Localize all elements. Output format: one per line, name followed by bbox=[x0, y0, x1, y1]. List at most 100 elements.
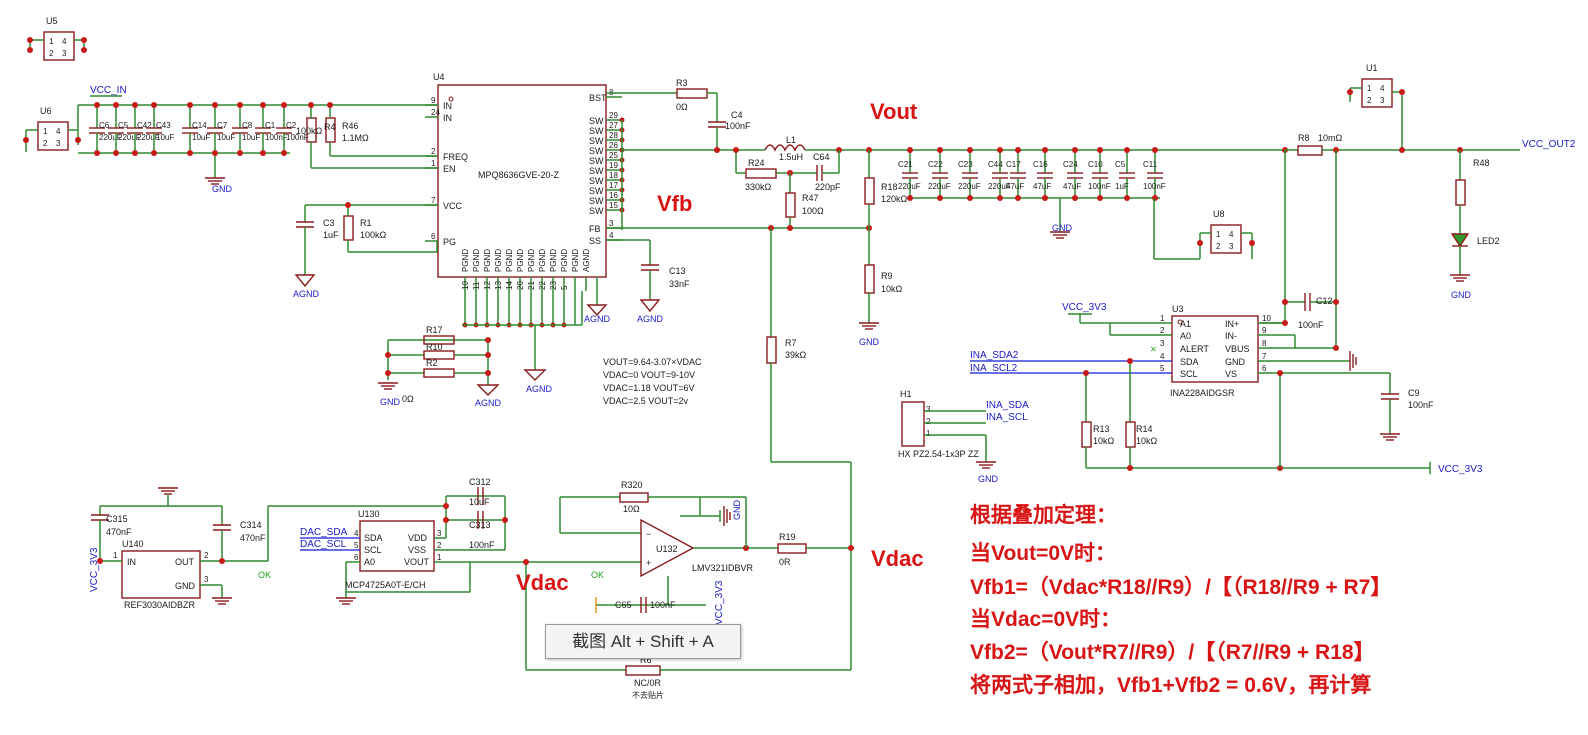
u4-pin-pgnd: PGND bbox=[549, 249, 558, 272]
u4-pin-num: 7 bbox=[431, 196, 436, 205]
svg-text:AGND: AGND bbox=[293, 289, 320, 299]
svg-text:U130: U130 bbox=[358, 509, 380, 519]
svg-text:GND: GND bbox=[175, 581, 196, 591]
cap-value: 10uF bbox=[192, 133, 210, 142]
svg-text:4: 4 bbox=[354, 529, 359, 538]
svg-text:R48: R48 bbox=[1473, 158, 1490, 168]
svg-text:1uF: 1uF bbox=[323, 230, 339, 240]
u4-pin-pg: PG bbox=[443, 237, 456, 247]
u3-pin-num: 3 bbox=[1160, 339, 1165, 348]
svg-text:3: 3 bbox=[926, 405, 931, 414]
svg-text:100Ω: 100Ω bbox=[802, 206, 824, 216]
note-line-1: 根据叠加定理： bbox=[970, 503, 1117, 527]
cap-label: C5 bbox=[118, 121, 129, 130]
u3-pin-gnd: GND bbox=[1225, 357, 1246, 367]
svg-text:GND: GND bbox=[859, 337, 880, 347]
svg-text:A0: A0 bbox=[364, 557, 375, 567]
u4-pin-bst: BST bbox=[589, 93, 607, 103]
u4-pin-num: 15 bbox=[609, 201, 618, 210]
svg-text:0Ω: 0Ω bbox=[402, 394, 414, 404]
svg-text:0Ω: 0Ω bbox=[676, 102, 688, 112]
u4-pin-num: 4 bbox=[609, 231, 614, 240]
cap-value: 47uF bbox=[1063, 182, 1081, 191]
u4-pin-num: 12 bbox=[483, 281, 492, 290]
svg-text:R9: R9 bbox=[881, 271, 893, 281]
connector-u6: U6 1 4 2 3 bbox=[23, 106, 81, 152]
cap-label: C44 bbox=[988, 160, 1003, 169]
note-line-6: 将两式子相加，Vfb1+Vfb2 = 0.6V，再计算 bbox=[970, 673, 1371, 697]
output-cap-c44: C44 220uF bbox=[988, 147, 1011, 201]
cap-value: 10uF bbox=[156, 133, 174, 142]
svg-text:VDAC=2.5 VOUT=2v: VDAC=2.5 VOUT=2v bbox=[603, 396, 689, 406]
svg-text:C312: C312 bbox=[469, 477, 491, 487]
u4-pin-num: 24 bbox=[431, 108, 440, 117]
cap-label: C7 bbox=[217, 121, 228, 130]
cap-label: C2 bbox=[286, 121, 297, 130]
svg-text:2: 2 bbox=[43, 139, 48, 148]
svg-text:100kΩ: 100kΩ bbox=[360, 230, 387, 240]
svg-text:R3: R3 bbox=[676, 78, 688, 88]
u4-pin-sw: SW bbox=[589, 146, 604, 156]
u4-pin-pgnd: PGND bbox=[494, 249, 503, 272]
u4-pin-num: 1 bbox=[431, 159, 436, 168]
svg-text:10kΩ: 10kΩ bbox=[881, 284, 903, 294]
u3-pin-scl: SCL bbox=[1180, 369, 1198, 379]
u4-pin-num: 5 bbox=[560, 285, 569, 290]
svg-text:R6: R6 bbox=[640, 655, 652, 665]
svg-text:C64: C64 bbox=[813, 152, 830, 162]
cap-value: 47uF bbox=[1033, 182, 1051, 191]
u4-pin-pgnd: PGND bbox=[527, 249, 536, 272]
svg-text:R46: R46 bbox=[342, 121, 359, 131]
svg-text:HX PZ2.54-1x3P ZZ: HX PZ2.54-1x3P ZZ bbox=[898, 449, 979, 459]
svg-text:1: 1 bbox=[49, 37, 54, 46]
svg-text:4: 4 bbox=[56, 127, 61, 136]
cap-value: 220uF bbox=[988, 182, 1011, 191]
svg-text:GND: GND bbox=[1052, 223, 1073, 233]
cap-value: 47uF bbox=[1006, 182, 1024, 191]
svg-text:R10: R10 bbox=[426, 342, 443, 352]
svg-text:R1: R1 bbox=[360, 218, 372, 228]
u4-pin-num: 26 bbox=[609, 141, 618, 150]
u4-pin-pgnd: PGND bbox=[461, 249, 470, 272]
svg-text:SCL: SCL bbox=[364, 545, 382, 555]
svg-text:10kΩ: 10kΩ bbox=[1136, 436, 1158, 446]
svg-text:VDAC=0 VOUT=9-10V: VDAC=0 VOUT=9-10V bbox=[603, 370, 695, 380]
svg-text:C314: C314 bbox=[240, 520, 262, 530]
svg-text:R14: R14 bbox=[1136, 424, 1153, 434]
svg-text:H1: H1 bbox=[900, 389, 912, 399]
u4-pin-num: 18 bbox=[609, 171, 618, 180]
svg-text:1: 1 bbox=[43, 127, 48, 136]
cap-value: 1uF bbox=[1115, 182, 1129, 191]
note-line-2: 当Vout=0V时： bbox=[970, 541, 1116, 565]
cap-label: C10 bbox=[1088, 160, 1103, 169]
cap-label: C42 bbox=[137, 121, 152, 130]
cap-label: C5 bbox=[1115, 160, 1126, 169]
u4-pin-num: 29 bbox=[609, 111, 618, 120]
svg-text:OK: OK bbox=[258, 570, 271, 580]
svg-text:VDD: VDD bbox=[408, 533, 428, 543]
svg-text:U8: U8 bbox=[1213, 209, 1225, 219]
svg-text:NC/0R: NC/0R bbox=[634, 678, 662, 688]
u4-pin-pgnd: PGND bbox=[516, 249, 525, 272]
resistors-r4-r46: 100kΩ R4 R46 1.1MΩ bbox=[296, 102, 437, 169]
cap-label: C1 bbox=[265, 121, 276, 130]
superposition-notes: 根据叠加定理： 当Vout=0V时： Vfb1=（Vdac*R18//R9）/【… bbox=[970, 503, 1391, 697]
svg-text:39kΩ: 39kΩ bbox=[785, 350, 807, 360]
ic-u3-ina228: U3 INA228AIDGSR A11A02ALERT3SDA4SCL5IN+1… bbox=[970, 302, 1483, 475]
u4-pin-sw: SW bbox=[589, 156, 604, 166]
svg-text:R320: R320 bbox=[621, 480, 643, 490]
cap-value: 220uF bbox=[99, 133, 122, 142]
u4-pin-en: EN bbox=[443, 164, 456, 174]
svg-text:U140: U140 bbox=[122, 539, 144, 549]
u4-pin-num: 2 bbox=[431, 147, 436, 156]
svg-text:3: 3 bbox=[56, 139, 61, 148]
u4-pin-pgnd: PGND bbox=[560, 249, 569, 272]
svg-text:100nF: 100nF bbox=[1298, 320, 1324, 330]
svg-text:AGND: AGND bbox=[637, 314, 664, 324]
u3-pin-vs: VS bbox=[1225, 369, 1237, 379]
